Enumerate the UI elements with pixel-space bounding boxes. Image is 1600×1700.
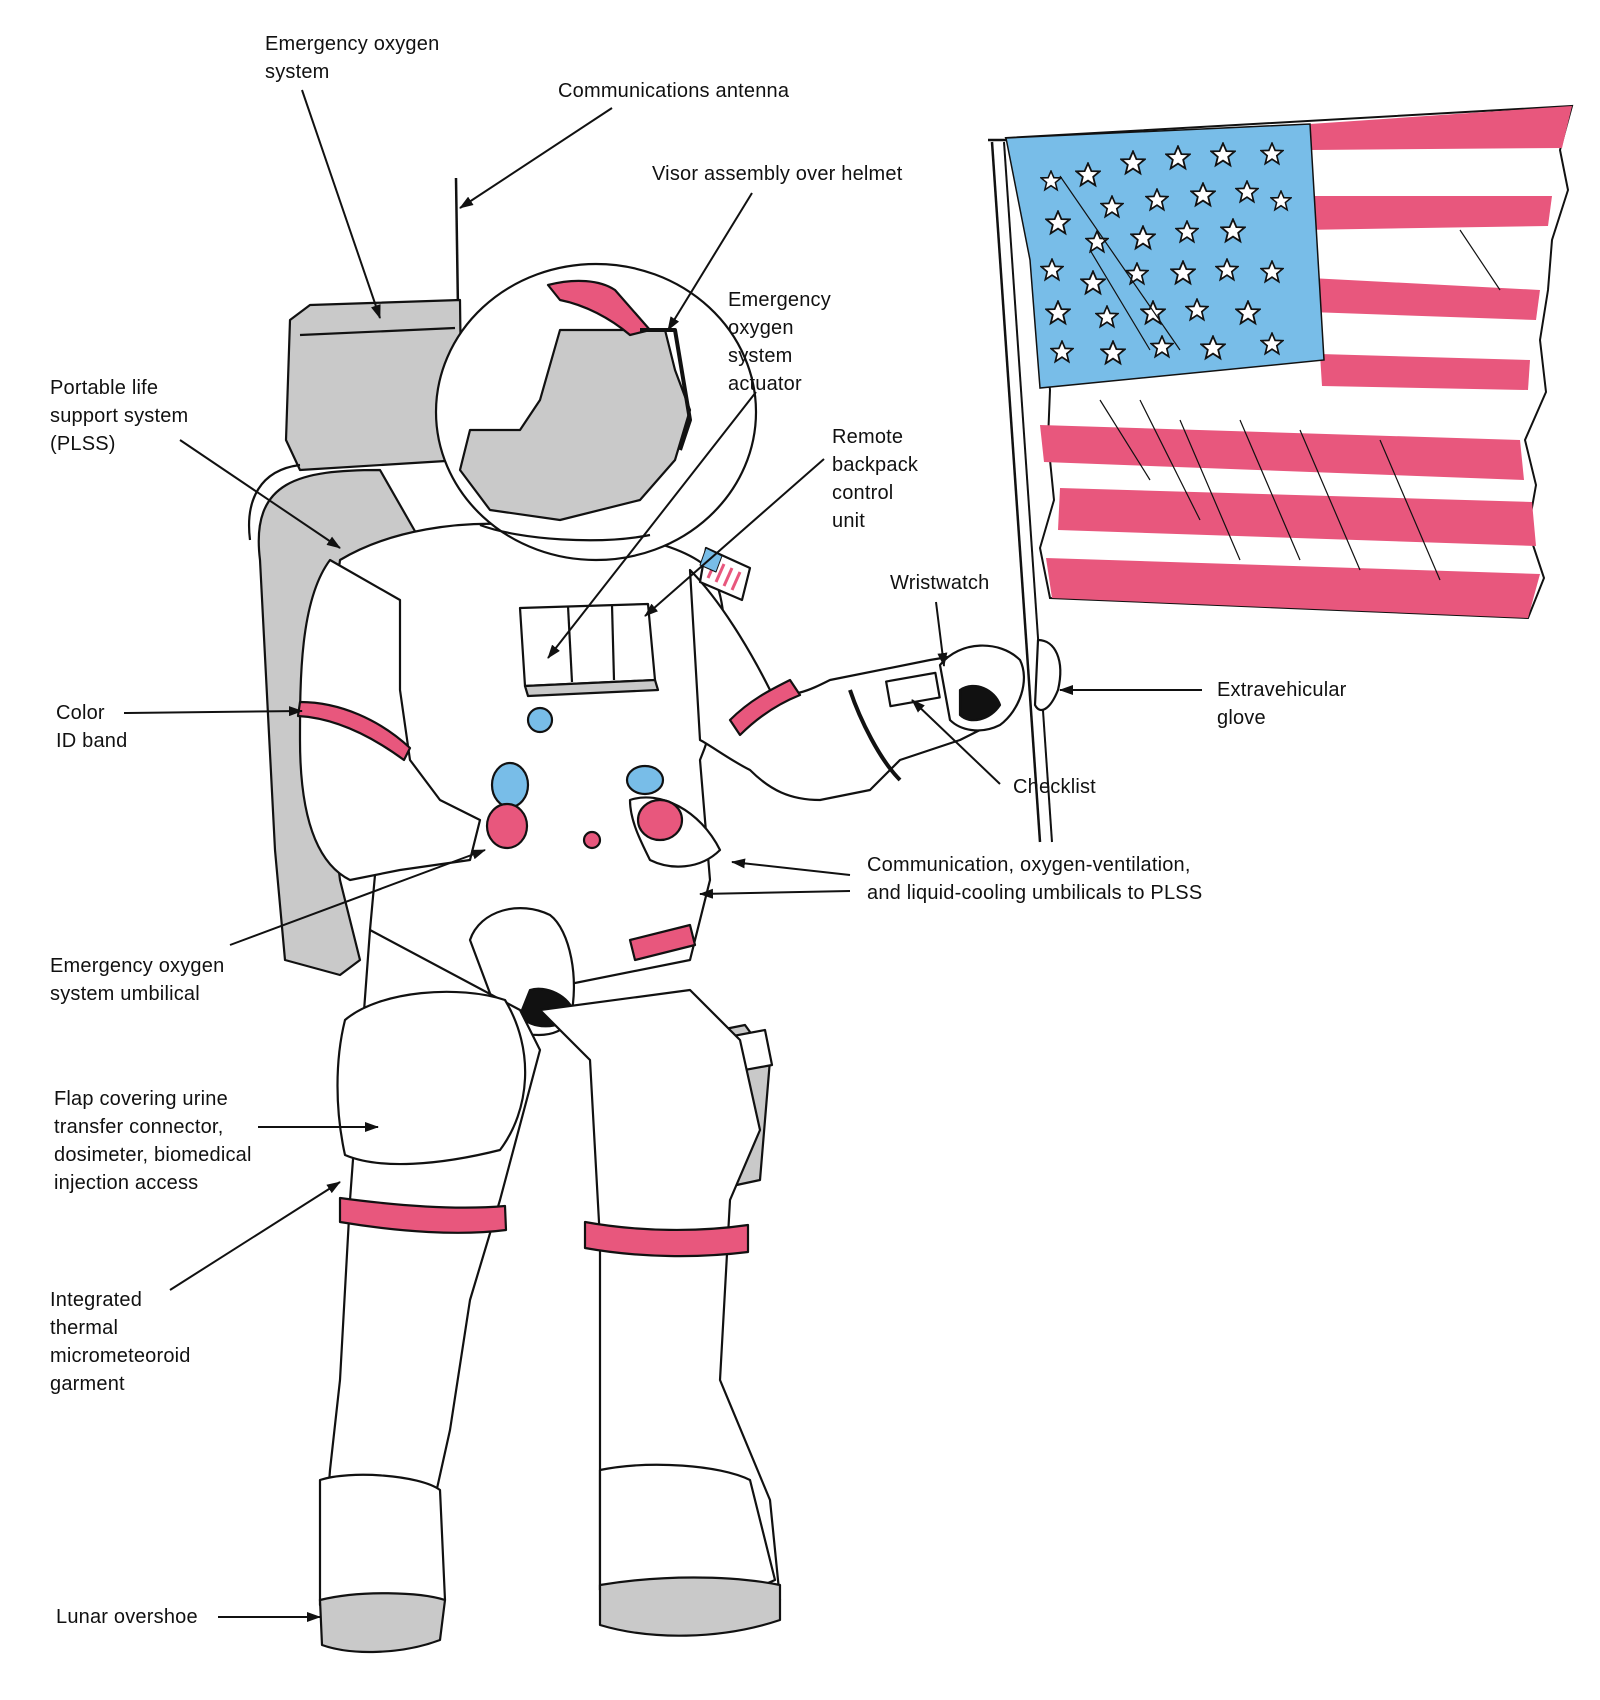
label-wristwatch: Wristwatch: [890, 572, 990, 594]
label-emergency-oxygen-actuator: Emergency oxygen system actuator: [728, 289, 831, 395]
label-itmg: Integrated thermal micrometeoroid garmen…: [50, 1289, 191, 1395]
american-flag: [988, 104, 1574, 843]
label-flap-covering: Flap covering urine transfer connector, …: [54, 1088, 252, 1194]
label-visor-assembly: Visor assembly over helmet: [652, 163, 903, 185]
label-color-id-band: Color ID band: [56, 702, 128, 752]
label-emergency-oxygen-umbilical: Emergency oxygen system umbilical: [50, 955, 225, 1005]
label-communications-antenna: Communications antenna: [558, 80, 790, 102]
label-lunar-overshoe: Lunar overshoe: [56, 1606, 198, 1628]
label-emergency-oxygen-system: Emergency oxygen system: [265, 33, 440, 83]
leader-lines: [123, 89, 1202, 1622]
label-extravehicular-glove: Extravehicular glove: [1217, 679, 1347, 729]
label-plss: Portable life support system (PLSS): [50, 377, 189, 455]
label-umbilicals: Communication, oxygen-ventilation, and l…: [867, 854, 1203, 904]
label-checklist: Checklist: [1013, 776, 1096, 798]
label-remote-control-unit: Remote backpack control unit: [832, 426, 919, 532]
astronaut-illustration: [248, 177, 1062, 1654]
